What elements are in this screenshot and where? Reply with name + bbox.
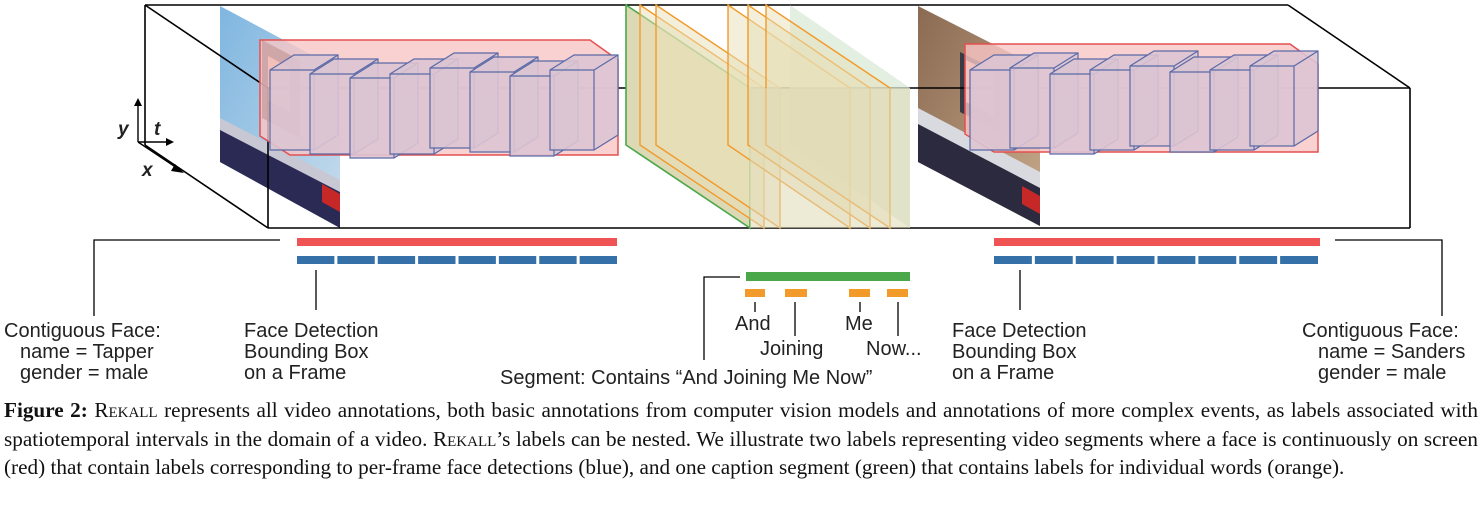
word-bar-and	[745, 289, 765, 297]
detection-bar-segment	[377, 256, 416, 264]
system-name: Rekall	[94, 398, 158, 422]
detection-bar-segment	[1198, 256, 1237, 264]
detection-bar-segment	[458, 256, 496, 264]
detection-bar-segment	[418, 256, 456, 264]
svg-text:Face Detection: Face Detection	[244, 320, 379, 342]
detection-bar-segment	[337, 256, 375, 264]
word-label-and: And	[735, 313, 771, 335]
svg-text:on a Frame: on a Frame	[952, 362, 1054, 384]
left-detection-label: Face Detection Bounding Box on a Frame	[244, 320, 379, 384]
left-face-bar	[297, 238, 617, 246]
left-detection-boxes	[269, 52, 619, 159]
left-detection-bars	[297, 256, 617, 264]
right-detection-bars	[994, 256, 1318, 264]
right-detection-label: Face Detection Bounding Box on a Frame	[952, 320, 1087, 384]
svg-text:gender = male: gender = male	[20, 362, 148, 384]
axis-t-label: t	[154, 119, 161, 140]
svg-text:Bounding Box: Bounding Box	[952, 341, 1077, 363]
left-contiguous-label: Contiguous Face: name = Tapper gender = …	[4, 320, 161, 384]
caption-segment-planes	[625, 3, 910, 230]
right-detection-boxes	[969, 50, 1319, 155]
figure-number: Figure 2:	[4, 398, 88, 422]
right-contiguous-label: Contiguous Face: name = Sanders gender =…	[1302, 320, 1465, 384]
svg-text:Contiguous Face:: Contiguous Face:	[4, 320, 161, 342]
caption-text-1: represents all video annotations, both b…	[4, 398, 1479, 451]
left-face-region	[259, 39, 619, 159]
detection-box	[549, 54, 619, 151]
detection-bar-segment	[1239, 256, 1278, 264]
system-name-2: Rekall	[432, 426, 497, 451]
word-label-me: Me	[845, 313, 873, 335]
word-bar-now	[887, 289, 908, 297]
svg-text:Contiguous Face:: Contiguous Face:	[1302, 320, 1459, 342]
detection-bar-segment	[1280, 256, 1318, 264]
axes-indicator	[134, 98, 184, 173]
detection-bar-segment	[579, 256, 617, 264]
detection-bar-segment	[1116, 256, 1155, 264]
right-face-region	[964, 43, 1319, 155]
detection-bar-segment	[994, 256, 1032, 264]
detection-bar-segment	[1075, 256, 1114, 264]
detection-bar-segment	[498, 256, 537, 264]
right-face-bar	[994, 238, 1320, 246]
svg-text:gender = male: gender = male	[1318, 362, 1446, 384]
word-labels: And Joining Me Now...	[735, 313, 922, 360]
word-bar-joining	[785, 289, 807, 297]
svg-text:on a Frame: on a Frame	[244, 362, 346, 384]
word-label-now: Now...	[866, 338, 922, 360]
leader-lines	[93, 239, 1443, 360]
svg-text:Bounding Box: Bounding Box	[244, 341, 369, 363]
detection-bar-segment	[1157, 256, 1196, 264]
detection-bar-segment	[297, 256, 335, 264]
caption-text-2: ’s labels can be nested. We illustrate t…	[4, 426, 1478, 480]
detection-bar-segment	[539, 256, 577, 264]
figure-caption: Figure 2: Rekall represents all video an…	[4, 396, 1478, 482]
svg-text:name = Tapper: name = Tapper	[20, 341, 154, 363]
detection-bar-segment	[1034, 256, 1073, 264]
axis-x-label: x	[141, 160, 154, 181]
svg-text:Face Detection: Face Detection	[952, 320, 1087, 342]
word-bars	[745, 289, 908, 297]
word-label-joining: Joining	[760, 338, 823, 360]
axis-y-label: y	[117, 119, 130, 140]
detection-box	[1249, 50, 1319, 147]
svg-text:name = Sanders: name = Sanders	[1318, 341, 1465, 363]
rekall-figure: y t x Contiguous Face: name = Tapper gen…	[4, 3, 1465, 389]
caption-segment-bar	[746, 272, 910, 281]
word-bar-me	[849, 289, 870, 297]
caption-segment-label: Segment: Contains “And Joining Me Now”	[500, 367, 872, 389]
